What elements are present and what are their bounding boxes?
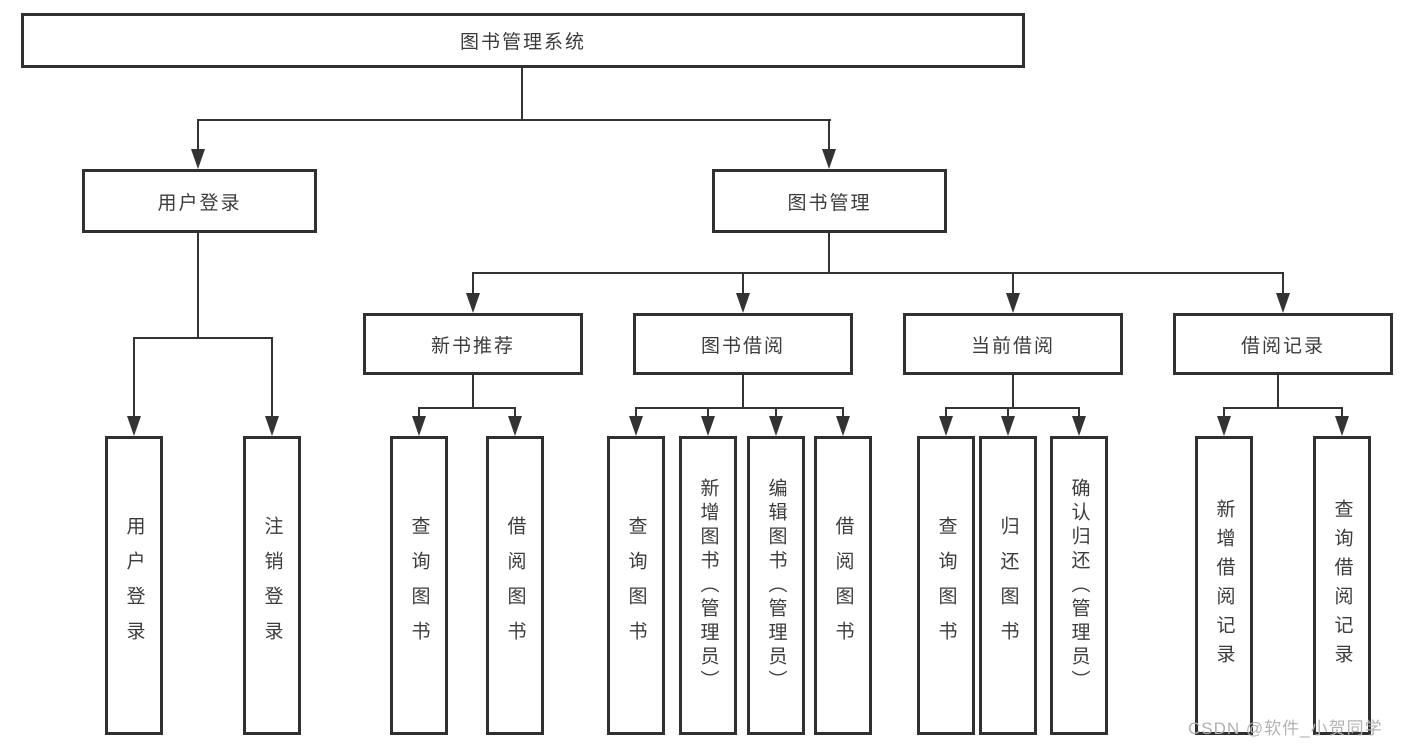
connector-drop-edit-book: [775, 407, 777, 418]
leaf-query-book-2: 查询图书: [607, 436, 665, 735]
arrowhead-query-book-1: [412, 416, 426, 436]
arrowhead-book-borrow: [736, 293, 750, 313]
arrowhead-add-book: [701, 416, 715, 436]
connector-drop-leaf-user-login: [133, 337, 135, 416]
arrowhead-add-record: [1217, 416, 1231, 436]
connector-book-mgmt-branch: [472, 272, 1284, 274]
connector-drop-book-mgmt: [828, 119, 830, 151]
connector-borrow-records-branch: [1223, 407, 1343, 409]
leaf-query-book-3: 查询图书: [917, 436, 975, 735]
arrowhead-query-book-3: [939, 416, 953, 436]
leaf-confirm-return-admin: 确认归还（管理员）: [1050, 436, 1108, 735]
connector-drop-borrow-book-1: [514, 407, 516, 418]
node-book-management: 图书管理: [712, 169, 947, 233]
connector-book-borrow-branch: [635, 407, 844, 409]
connector-drop-borrow-book-2: [842, 407, 844, 418]
connector-drop-new-book-rec: [472, 272, 474, 293]
leaf-return-book: 归还图书: [979, 436, 1037, 735]
connector-drop-borrow-records: [1282, 272, 1284, 293]
arrowhead-borrow-book-2: [836, 416, 850, 436]
arrowhead-return-book: [1001, 416, 1015, 436]
connector-book-mgmt-stem: [828, 233, 830, 274]
node-root: 图书管理系统: [21, 13, 1025, 68]
connector-drop-query-record: [1341, 407, 1343, 418]
arrowhead-borrow-records: [1276, 293, 1290, 313]
connector-root-branch: [197, 119, 831, 121]
leaf-edit-book-admin: 编辑图书（管理员）: [747, 436, 805, 735]
connector-current-borrow-stem: [1012, 375, 1014, 409]
leaf-add-book-admin: 新增图书（管理员）: [679, 436, 737, 735]
connector-borrow-records-stem: [1277, 375, 1279, 409]
arrowhead-book-mgmt: [822, 149, 836, 169]
node-new-book-recommend: 新书推荐: [363, 313, 583, 375]
leaf-query-book-1: 查询图书: [390, 436, 448, 735]
connector-drop-current-borrow: [1012, 272, 1014, 293]
node-current-borrow: 当前借阅: [903, 313, 1123, 375]
connector-drop-book-borrow: [742, 272, 744, 293]
leaf-logout: 注销登录: [243, 436, 301, 735]
connector-new-book-rec-stem: [472, 375, 474, 409]
connector-drop-add-record: [1223, 407, 1225, 418]
connector-drop-confirm-return: [1078, 407, 1080, 418]
arrowhead-confirm-return: [1072, 416, 1086, 436]
arrowhead-leaf-user-login: [127, 416, 141, 436]
connector-drop-query-book-3: [945, 407, 947, 418]
connector-drop-user-login: [197, 119, 199, 151]
connector-user-login-stem: [197, 233, 199, 339]
leaf-borrow-book-1: 借阅图书: [486, 436, 544, 735]
node-borrow-records: 借阅记录: [1173, 313, 1393, 375]
arrowhead-current-borrow: [1006, 293, 1020, 313]
arrowhead-query-book-2: [629, 416, 643, 436]
connector-drop-leaf-logout: [271, 337, 273, 416]
csdn-watermark: CSDN @软件_小贺同学: [1188, 719, 1383, 738]
connector-book-borrow-stem: [742, 375, 744, 409]
arrowhead-query-record: [1335, 416, 1349, 436]
connector-current-borrow-branch: [945, 407, 1080, 409]
connector-drop-return-book: [1007, 407, 1009, 418]
leaf-user-login: 用户登录: [105, 436, 163, 735]
connector-drop-query-book-1: [418, 407, 420, 418]
connector-root-stem: [521, 68, 523, 121]
connector-new-book-rec-branch: [418, 407, 516, 409]
leaf-add-borrow-record: 新增借阅记录: [1195, 436, 1253, 735]
arrowhead-edit-book: [769, 416, 783, 436]
connector-user-login-branch: [133, 337, 273, 339]
arrowhead-borrow-book-1: [508, 416, 522, 436]
connector-drop-add-book: [707, 407, 709, 418]
leaf-query-borrow-record: 查询借阅记录: [1313, 436, 1371, 735]
connector-drop-query-book-2: [635, 407, 637, 418]
arrowhead-user-login: [191, 149, 205, 169]
node-user-login: 用户登录: [82, 169, 317, 233]
leaf-borrow-book-2: 借阅图书: [814, 436, 872, 735]
arrowhead-leaf-logout: [265, 416, 279, 436]
arrowhead-new-book-rec: [466, 293, 480, 313]
node-book-borrow: 图书借阅: [633, 313, 853, 375]
